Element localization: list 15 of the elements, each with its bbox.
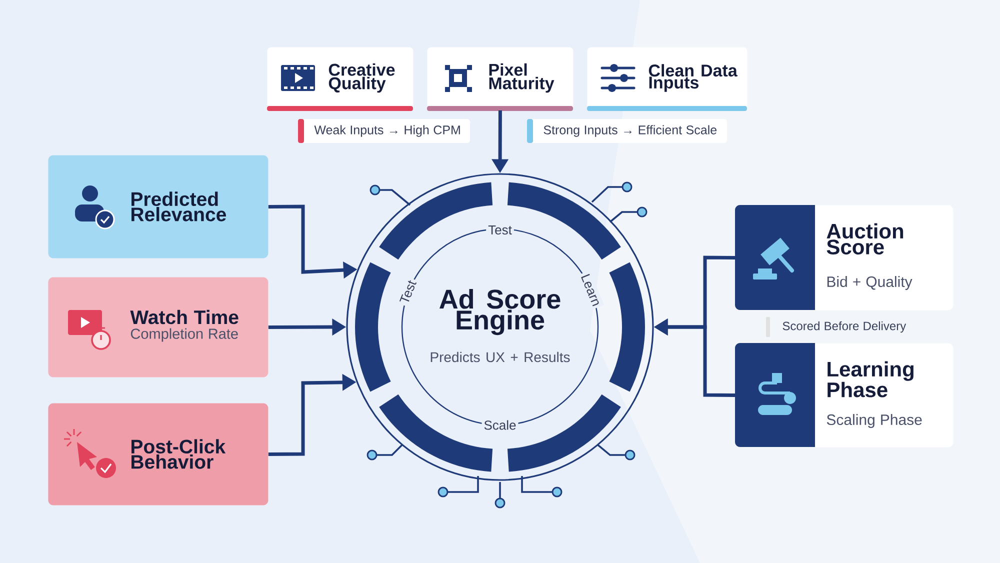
note-tag: Weak Inputs → High CPM xyxy=(298,119,470,143)
stage-card: Auction Score Bid + Quality xyxy=(735,205,954,310)
input-card: Pixel Maturity xyxy=(427,47,574,111)
signal-card: Predicted Relevance xyxy=(48,155,268,258)
note-tag: Strong Inputs → Efficient Scale xyxy=(527,119,727,143)
stage-label: Test xyxy=(486,223,514,237)
stage-label: Test xyxy=(396,276,420,308)
signal-card: Watch Time Completion Rate xyxy=(48,277,268,378)
input-card: Clean Data Inputs xyxy=(587,47,748,111)
note-tag: Scored Before Delivery xyxy=(766,317,906,337)
signal-card: Post-Click Behavior xyxy=(48,403,268,506)
stage-label: Scale xyxy=(482,418,518,432)
stage-card: Learning Phase Scaling Phase xyxy=(735,343,954,448)
stage-label: Learn xyxy=(578,270,604,310)
input-card: Creative Quality xyxy=(267,47,414,111)
